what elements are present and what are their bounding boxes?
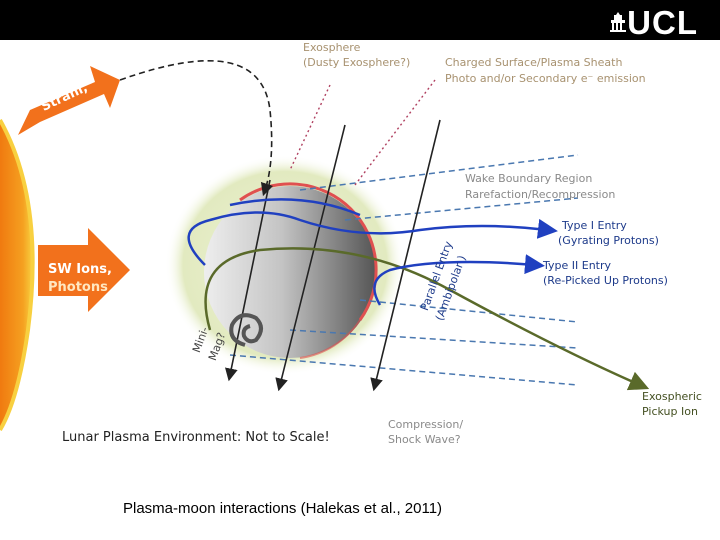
type1-entry-track	[187, 211, 558, 266]
exosphere-label: Exosphere	[303, 41, 361, 54]
type1-entry-loop	[229, 198, 361, 217]
photons-label: Photons	[48, 280, 108, 295]
ucl-logo: UCL	[609, 5, 698, 39]
rarefaction-label: Rarefaction/Recompression	[465, 188, 616, 201]
type1-sub-label: (Gyrating Protons)	[558, 234, 659, 247]
slide-caption: Plasma-moon interactions (Halekas et al.…	[123, 500, 443, 517]
exospheric-label: Exospheric	[642, 390, 702, 403]
plasma-sheath-lower	[299, 319, 361, 359]
type2-entry-track	[373, 254, 545, 306]
lunar-plasma-diagram	[0, 60, 650, 432]
strahl-arrow	[18, 66, 120, 135]
wake-boundary-label: Wake Boundary Region	[465, 172, 593, 185]
pickup-ion-label: Pickup Ion	[642, 405, 698, 418]
dusty-exosphere-label: (Dusty Exosphere?)	[303, 56, 411, 69]
photo-emission-label: Photo and/or Secondary e⁻ emission	[445, 72, 646, 85]
mini-mag-spiral	[229, 313, 263, 347]
header-bar: UCL	[0, 0, 720, 40]
sw-ions-label: SW Ions,	[48, 262, 112, 277]
pointer-lines	[289, 79, 436, 186]
sun-limb	[0, 120, 33, 430]
shock-wave-label: Shock Wave?	[388, 433, 461, 446]
logo-text: UCL	[627, 3, 698, 41]
wake-boundary-lines	[229, 154, 579, 386]
sun-limb-glow	[0, 119, 35, 432]
portico-icon	[610, 12, 627, 32]
compression-label: Compression/	[388, 418, 464, 431]
sw-ions-arrow	[38, 228, 130, 312]
type2-sub-label: (Re-Picked Up Protons)	[543, 274, 668, 287]
type1-entry-label: Type I Entry	[562, 219, 627, 232]
diagram-title: Lunar Plasma Environment: Not to Scale!	[62, 430, 330, 445]
type2-entry-label: Type II Entry	[543, 259, 612, 272]
pickup-ion-track	[204, 247, 650, 391]
strahl-field-line	[119, 60, 274, 197]
charged-surface-label: Charged Surface/Plasma Sheath	[445, 56, 623, 69]
